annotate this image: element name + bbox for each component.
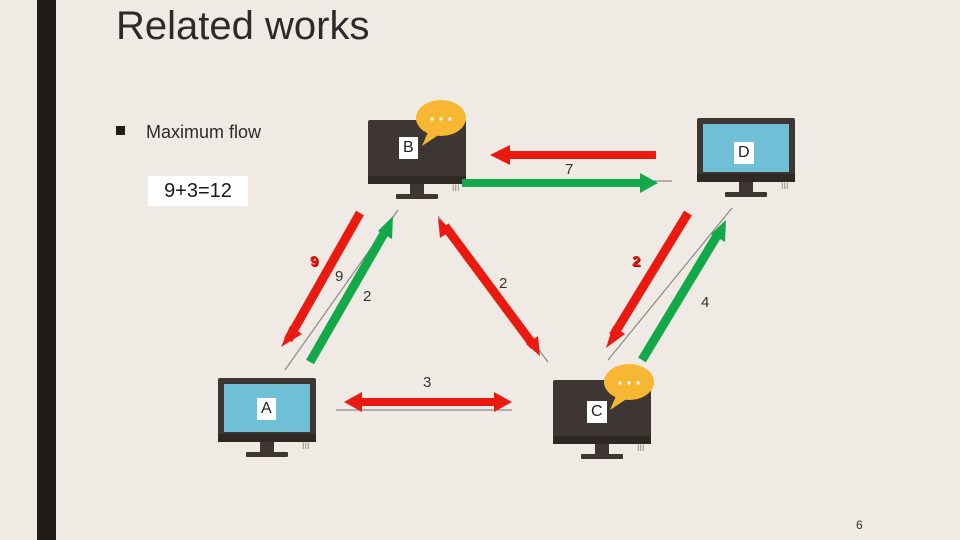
bullet-text: Maximum flow [146, 122, 262, 142]
bullet-icon [116, 126, 125, 135]
red-arrow [284, 210, 364, 343]
edge-flow-ab-red: 9 [310, 253, 319, 270]
red-arrow [281, 326, 302, 347]
result-box: 9+3=12 [148, 176, 248, 206]
edge-label-bd: 7 [565, 161, 574, 178]
page-number: 6 [856, 518, 863, 532]
sidebar-bar [37, 0, 56, 540]
node-label-d: D [734, 142, 754, 164]
red-arrow [441, 223, 538, 349]
edge-label-ab: 2 [363, 288, 372, 305]
chat-bubble-icon [416, 100, 466, 146]
edge-flow-cd-red: 2 [632, 253, 641, 270]
chat-bubble-icon [604, 364, 654, 410]
red-arrow [609, 210, 692, 339]
green-arrow [711, 220, 726, 242]
edge-label-ac: 3 [423, 374, 432, 391]
edge-flow-ab-green: 9 [335, 268, 344, 285]
red-arrow [490, 145, 656, 165]
red-arrow [526, 336, 540, 356]
node-label-b: B [399, 137, 418, 159]
red-arrow [606, 326, 625, 348]
green-arrow [638, 231, 722, 363]
slide-title: Related works [116, 4, 370, 48]
green-arrow [462, 173, 658, 193]
node-label-a: A [257, 398, 276, 420]
red-arrow [344, 392, 512, 412]
edge-label-cd: 4 [701, 294, 710, 311]
green-arrow [306, 227, 390, 365]
edge-label-bc: 2 [499, 275, 508, 292]
red-arrow [438, 218, 452, 238]
node-label-c: C [587, 401, 607, 423]
green-arrow [378, 216, 393, 239]
